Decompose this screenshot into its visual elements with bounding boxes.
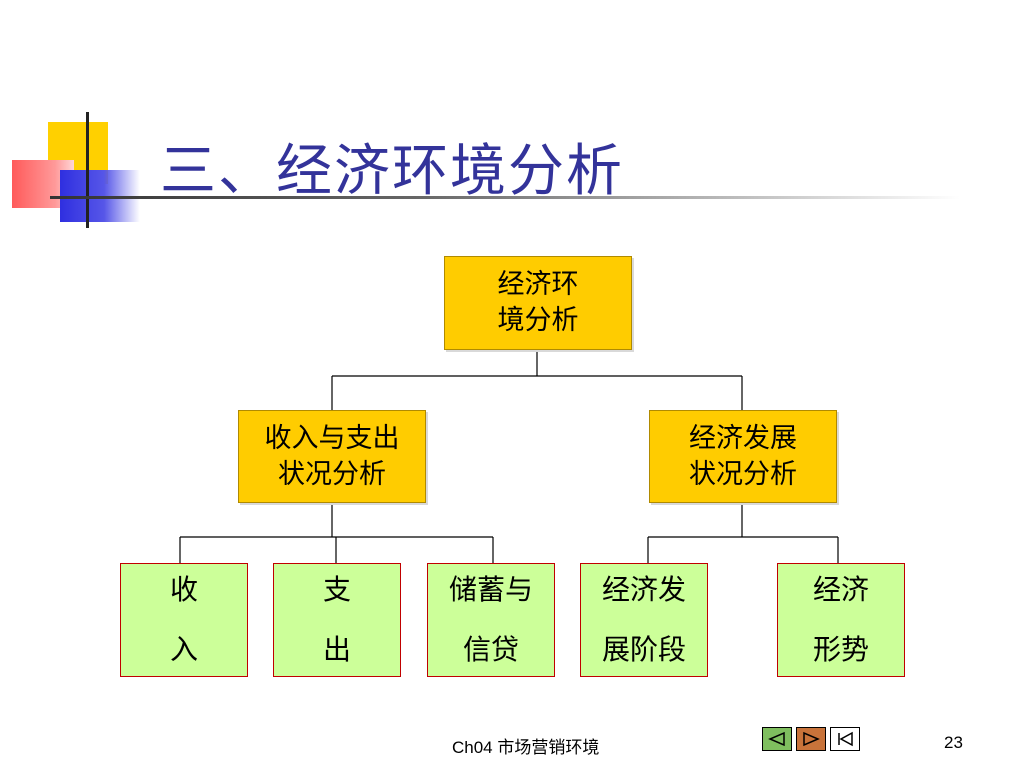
- node-root-line2: 境分析: [497, 305, 579, 336]
- node-expenditure: 支 出: [273, 563, 401, 677]
- footer-chapter-label: Ch04 市场营销环境: [452, 738, 600, 757]
- node-root: 经济环 境分析: [444, 256, 632, 350]
- next-icon: [803, 731, 820, 747]
- title-underline: [50, 196, 960, 199]
- node-savings-line1: 储蓄与: [448, 573, 533, 606]
- node-expenditure-line2: 出: [322, 633, 351, 666]
- nav-first-button[interactable]: [830, 727, 860, 751]
- node-income-leaf-line2: 入: [169, 633, 198, 666]
- prev-icon: [768, 731, 785, 747]
- node-stage-line2: 展阶段: [601, 633, 686, 666]
- node-income-expenditure: 收入与支出 状况分析: [238, 410, 426, 503]
- node-income-line2: 状况分析: [278, 458, 386, 490]
- node-root-line1: 经济环: [497, 269, 579, 300]
- nav-prev-button[interactable]: [762, 727, 792, 751]
- node-expenditure-line1: 支: [322, 573, 351, 606]
- node-situation-line1: 经济: [812, 573, 869, 606]
- node-income: 收 入: [120, 563, 248, 677]
- node-savings-credit: 储蓄与 信贷: [427, 563, 555, 677]
- node-situation-line2: 形势: [812, 633, 869, 666]
- nav-next-button[interactable]: [796, 727, 826, 751]
- node-economy-line2: 状况分析: [689, 458, 797, 490]
- node-stage-line1: 经济发: [601, 573, 686, 606]
- node-savings-line2: 信贷: [462, 633, 519, 666]
- node-income-leaf-line1: 收: [169, 573, 198, 606]
- first-icon: [838, 731, 853, 747]
- node-economy-line1: 经济发展: [689, 422, 797, 454]
- node-economic-development: 经济发展 状况分析: [649, 410, 837, 503]
- node-development-stage: 经济发 展阶段: [580, 563, 708, 677]
- title-decoration-vertical-line: [86, 112, 89, 228]
- slide-title: 三、经济环境分析: [160, 139, 624, 204]
- node-economic-situation: 经济 形势: [777, 563, 905, 677]
- page-number: 23: [944, 733, 963, 752]
- node-income-line1: 收入与支出: [264, 422, 400, 454]
